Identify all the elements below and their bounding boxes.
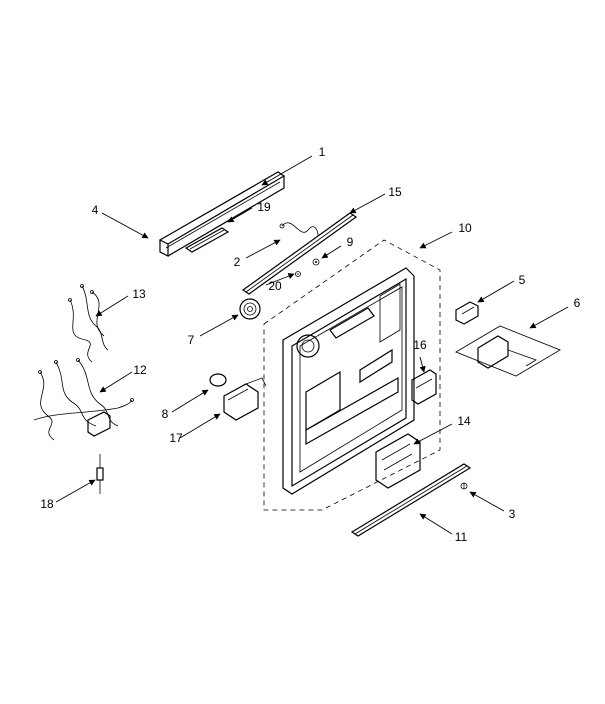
part-11-lower-trim (350, 463, 472, 537)
callout-14: 14 (457, 414, 471, 428)
callout-12: 12 (133, 363, 147, 377)
leader-line-12 (99, 371, 133, 393)
part-5-switch (455, 301, 479, 325)
part-1-trim-bar (158, 171, 286, 257)
part-9-screw (312, 258, 320, 266)
part-2-wire (279, 222, 319, 237)
callout-5: 5 (519, 273, 526, 287)
leader-line-10 (419, 231, 453, 249)
callout-1: 1 (319, 145, 326, 159)
leader-line-5 (477, 280, 515, 303)
leader-line-15 (349, 193, 386, 214)
leader-line-9 (321, 245, 342, 259)
part-6-control-board (455, 325, 561, 377)
callout-10: 10 (458, 221, 472, 235)
part-8-o-ring (209, 373, 227, 387)
callout-20: 20 (268, 279, 282, 293)
leader-line-1 (261, 155, 313, 186)
callout-19: 19 (257, 200, 271, 214)
part-20-screw (295, 271, 301, 277)
leader-line-17 (179, 413, 221, 439)
callout-16: 16 (413, 338, 427, 352)
part-14-dispenser (375, 433, 421, 489)
callout-15: 15 (388, 185, 402, 199)
leader-line-19 (227, 207, 253, 223)
callout-18: 18 (40, 497, 54, 511)
leader-line-18 (55, 479, 96, 503)
callout-7: 7 (188, 333, 195, 347)
callout-17: 17 (169, 431, 183, 445)
part-15-gasket (241, 212, 358, 295)
part-19-bracket (184, 227, 230, 253)
callout-6: 6 (574, 296, 581, 310)
leader-line-13 (95, 295, 129, 317)
callout-4: 4 (92, 203, 99, 217)
leader-line-3 (469, 491, 505, 512)
part-10-door-panel (282, 267, 415, 495)
callout-3: 3 (509, 507, 516, 521)
leader-line-8 (171, 389, 209, 413)
leader-line-16 (419, 356, 426, 373)
part-13-wire-harness (68, 284, 109, 363)
callout-13: 13 (132, 287, 146, 301)
callout-8: 8 (162, 407, 169, 421)
part-18-fuse (96, 454, 104, 494)
part-7-vent (239, 298, 261, 320)
leader-line-14 (413, 423, 453, 445)
leader-line-4 (101, 212, 149, 239)
callout-9: 9 (347, 235, 354, 249)
part-16-latch (411, 369, 437, 405)
part-12-wire-harness (33, 358, 134, 441)
leader-line-7 (199, 314, 239, 337)
callout-11: 11 (455, 530, 468, 544)
part-3-screw (460, 482, 468, 490)
part-17-dispenser-lid (223, 377, 267, 421)
leader-line-20 (265, 273, 295, 286)
leader-line-6 (529, 306, 569, 329)
callout-2: 2 (234, 255, 241, 269)
leader-line-11 (419, 513, 453, 535)
part-10-assembly-outline (263, 239, 441, 511)
leader-line-2 (245, 239, 281, 259)
